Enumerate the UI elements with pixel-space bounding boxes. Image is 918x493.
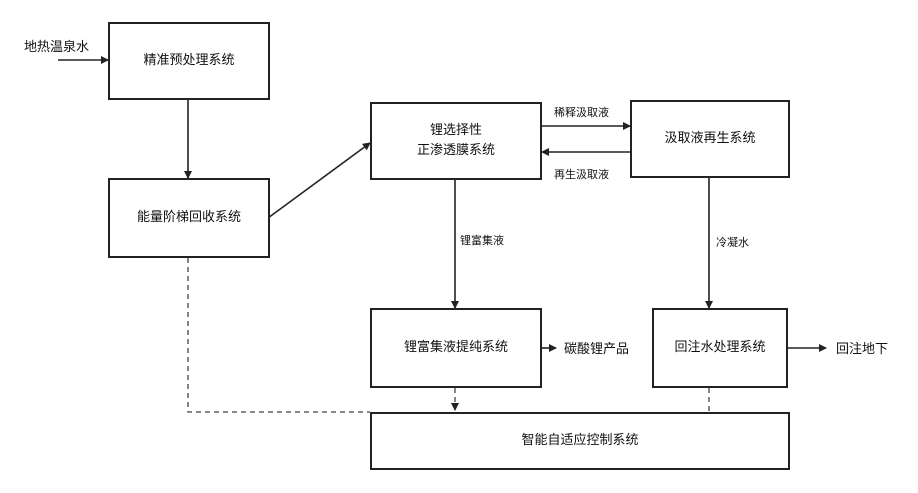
control-system: 智能自适应控制系统 bbox=[370, 412, 790, 470]
lithium-fo-label-line1: 锂选择性 bbox=[430, 121, 482, 141]
lithium-purify-system: 锂富集液提纯系统 bbox=[370, 308, 542, 388]
pretreatment-system: 精准预处理系统 bbox=[108, 22, 270, 100]
output-label: 回注地下 bbox=[836, 338, 888, 357]
arrow-energy-to-fo bbox=[268, 143, 370, 218]
reinjection-system: 回注水处理系统 bbox=[652, 308, 788, 388]
control-label: 智能自适应控制系统 bbox=[521, 431, 638, 451]
lithium-fo-label-line2: 正渗透膜系统 bbox=[417, 141, 495, 161]
lithium-purify-label: 锂富集液提纯系统 bbox=[404, 338, 508, 358]
product-label: 碳酸锂产品 bbox=[564, 338, 629, 357]
condensate-label: 冷凝水 bbox=[716, 234, 749, 250]
draw-regen-system: 汲取液再生系统 bbox=[630, 100, 790, 178]
energy-recovery-label: 能量阶梯回收系统 bbox=[137, 208, 241, 228]
reinjection-label: 回注水处理系统 bbox=[674, 338, 765, 358]
regen-draw-label: 再生汲取液 bbox=[554, 166, 609, 182]
lithium-rich-label: 锂富集液 bbox=[460, 232, 504, 248]
input-label: 地热温泉水 bbox=[24, 36, 89, 55]
pretreatment-label: 精准预处理系统 bbox=[143, 51, 234, 71]
dashed-energy-control bbox=[188, 258, 370, 412]
diluted-draw-label: 稀释汲取液 bbox=[554, 104, 609, 120]
draw-regen-label: 汲取液再生系统 bbox=[664, 129, 755, 149]
energy-recovery-system: 能量阶梯回收系统 bbox=[108, 178, 270, 258]
lithium-fo-system: 锂选择性 正渗透膜系统 bbox=[370, 102, 542, 180]
